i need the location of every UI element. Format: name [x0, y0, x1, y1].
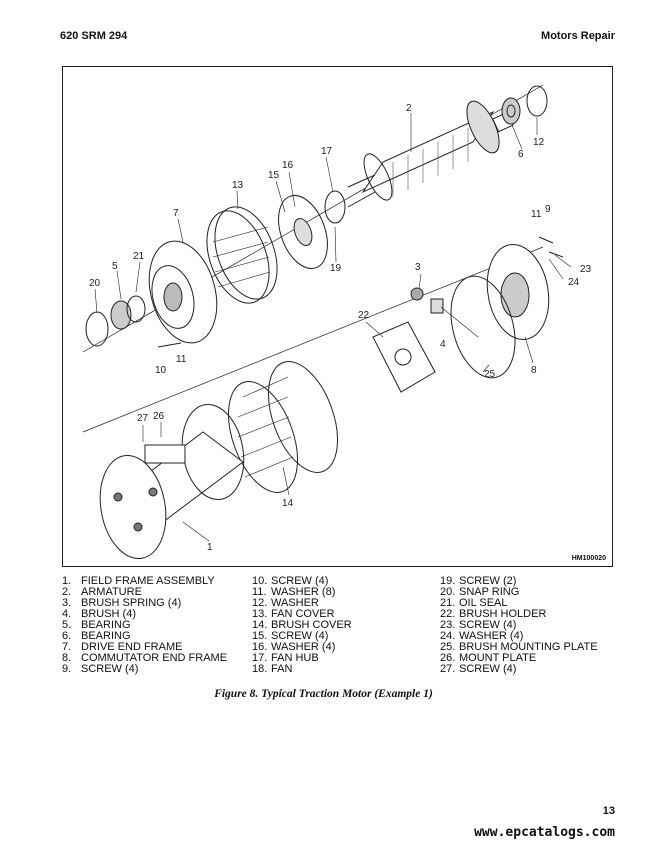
callout-5: 5: [112, 261, 118, 272]
page-number: 13: [602, 805, 615, 817]
callout-22: 22: [358, 310, 370, 321]
legend-item: 16.WASHER (4): [252, 641, 336, 653]
legend-item: 22.BRUSH HOLDER: [440, 608, 547, 620]
legend-item: 14.BRUSH COVER: [252, 619, 352, 631]
legend-column-2: 10.SCREW (4) 11.WASHER (8) 12.WASHER 13.…: [252, 576, 352, 675]
callout-16: 16: [282, 160, 294, 171]
exploded-motor-drawing: [82, 84, 572, 560]
callout-17: 17: [321, 146, 333, 157]
legend-item: 17.FAN HUB: [252, 652, 319, 664]
legend-column-1: 1.FIELD FRAME ASSEMBLY 2.ARMATURE 3.BRUS…: [62, 576, 227, 675]
legend-item: 8.COMMUTATOR END FRAME: [62, 652, 228, 664]
callout-25: 25: [484, 369, 496, 380]
legend-item: 19.SCREW (2): [440, 575, 517, 587]
legend-item: 13.FAN COVER: [252, 608, 335, 620]
footer-url: www.epcatalogs.com: [474, 825, 615, 840]
callout-8: 8: [531, 365, 537, 376]
legend-item: 23.SCREW (4): [440, 619, 517, 631]
legend-item: 26.MOUNT PLATE: [440, 652, 537, 664]
legend-item: 9.SCREW (4): [62, 663, 139, 675]
legend-item: 11.WASHER (8): [252, 586, 336, 598]
callout-27: 27: [137, 413, 149, 424]
legend-item: 3.BRUSH SPRING (4): [62, 597, 182, 609]
callout-12: 12: [533, 137, 545, 148]
callout-26: 26: [153, 411, 165, 422]
callout-20: 20: [89, 278, 101, 289]
callout-9: 9: [545, 204, 551, 215]
callout-11-right: 11: [531, 209, 542, 220]
callout-6: 6: [518, 149, 524, 160]
header-doc-id: 620 SRM 294: [60, 30, 128, 42]
legend-column-3: 19.SCREW (2) 20.SNAP RING 21.OIL SEAL 22…: [440, 576, 598, 675]
figure-code: HM100020: [571, 555, 606, 562]
callout-4: 4: [440, 339, 446, 350]
legend-item: 27.SCREW (4): [440, 663, 517, 675]
callout-13: 13: [232, 180, 244, 191]
legend-item: 4.BRUSH (4): [62, 608, 137, 620]
legend-item: 15.SCREW (4): [252, 630, 329, 642]
legend-item: 10.SCREW (4): [252, 575, 329, 587]
figure-frame: 2 6 12 16 17 15 13 7 21 5 20 11 10 19 11…: [62, 66, 613, 567]
legend-item: 1.FIELD FRAME ASSEMBLY: [62, 575, 215, 587]
legend-item: 12.WASHER: [252, 597, 319, 609]
legend-item: 25.BRUSH MOUNTING PLATE: [440, 641, 598, 653]
callout-24: 24: [568, 277, 580, 288]
callout-14: 14: [282, 498, 294, 509]
legend-item: 5.BEARING: [62, 619, 131, 631]
callout-2: 2: [406, 103, 412, 114]
armature-part: [347, 100, 514, 208]
header-section-title: Motors Repair: [541, 30, 615, 42]
legend-item: 20.SNAP RING: [440, 586, 520, 598]
callout-10: 10: [155, 365, 167, 376]
callout-1: 1: [207, 542, 213, 553]
legend-item: 21.OIL SEAL: [440, 597, 508, 609]
callout-23: 23: [580, 264, 592, 275]
callout-15: 15: [268, 170, 280, 181]
callout-19: 19: [330, 263, 342, 274]
legend-item: 2.ARMATURE: [62, 586, 142, 598]
legend-item: 18.FAN: [252, 663, 293, 675]
callout-3: 3: [415, 262, 421, 273]
legend-item: 24.WASHER (4): [440, 630, 524, 642]
figure-caption: Figure 8. Typical Traction Motor (Exampl…: [214, 688, 433, 700]
legend-item: 6.BEARING: [62, 630, 131, 642]
legend-item: 7.DRIVE END FRAME: [62, 641, 183, 653]
callout-11-left: 11: [176, 354, 187, 365]
callout-21: 21: [133, 251, 145, 262]
callout-7: 7: [173, 208, 179, 219]
